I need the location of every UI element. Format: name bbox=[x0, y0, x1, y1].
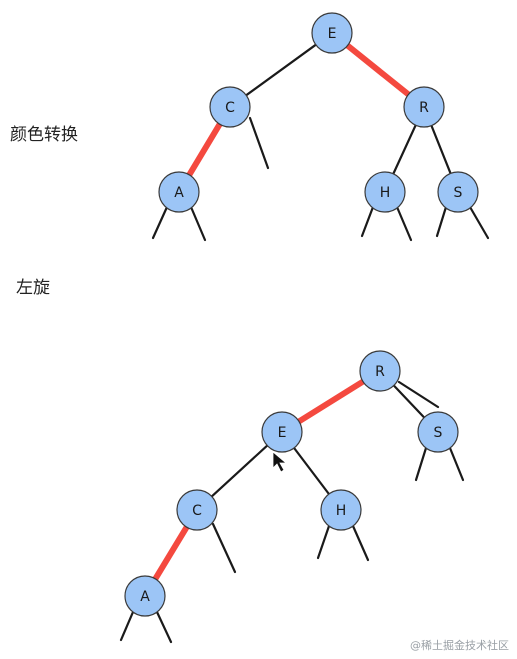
node-after-E: E bbox=[261, 411, 303, 453]
null-stub-after-3 bbox=[211, 522, 237, 574]
null-stub-before-2 bbox=[189, 205, 207, 242]
node-after-C: C bbox=[176, 489, 218, 531]
node-after-A: A bbox=[124, 575, 166, 617]
node-label: R bbox=[419, 100, 429, 116]
node-label: H bbox=[336, 503, 347, 519]
node-circle bbox=[359, 350, 401, 392]
edge-before-R-S bbox=[429, 122, 453, 177]
node-label: E bbox=[328, 26, 337, 42]
edge-before-E-R bbox=[343, 41, 413, 99]
node-before-A: A bbox=[158, 171, 200, 213]
null-stub-after-7 bbox=[155, 610, 173, 644]
node-label: C bbox=[225, 100, 235, 116]
node-circle bbox=[437, 171, 479, 213]
edges-layer bbox=[151, 41, 453, 584]
node-circle bbox=[124, 575, 166, 617]
node-label: S bbox=[454, 185, 463, 201]
node-label: R bbox=[375, 364, 385, 380]
null-stub-after-4 bbox=[316, 524, 331, 560]
null-stub-after-5 bbox=[351, 524, 370, 562]
node-circle bbox=[261, 411, 303, 453]
edge-before-E-C bbox=[243, 42, 319, 98]
null-leaf-stubs bbox=[119, 116, 490, 644]
node-circle bbox=[417, 411, 459, 453]
edge-after-C-A bbox=[151, 522, 191, 584]
null-stub-after-1 bbox=[414, 446, 428, 482]
nodes-layer: E C R A H S R E S C H A bbox=[124, 12, 479, 617]
node-after-R: R bbox=[359, 350, 401, 392]
node-circle bbox=[320, 489, 362, 531]
null-stub-after-2 bbox=[448, 446, 465, 482]
node-label: S bbox=[434, 425, 443, 441]
step-label-left-rotate: 左旋 bbox=[16, 278, 50, 298]
null-stub-after-0 bbox=[397, 380, 440, 409]
node-before-S: S bbox=[437, 171, 479, 213]
node-circle bbox=[403, 86, 445, 128]
step-label-color-flip: 颜色转换 bbox=[10, 125, 78, 145]
null-stub-before-1 bbox=[151, 205, 169, 240]
edge-after-R-S bbox=[391, 382, 427, 421]
node-label: E bbox=[278, 425, 287, 441]
null-stub-before-4 bbox=[395, 205, 413, 242]
node-before-C: C bbox=[209, 86, 251, 128]
node-before-E: E bbox=[311, 12, 353, 54]
edge-after-E-C bbox=[209, 443, 270, 499]
edge-after-R-E bbox=[294, 377, 368, 426]
node-after-H: H bbox=[320, 489, 362, 531]
node-label: H bbox=[380, 185, 391, 201]
node-circle bbox=[209, 86, 251, 128]
node-circle bbox=[158, 171, 200, 213]
node-after-S: S bbox=[417, 411, 459, 453]
null-stub-before-6 bbox=[468, 205, 490, 240]
edge-before-R-H bbox=[391, 122, 418, 177]
null-stub-before-5 bbox=[435, 205, 448, 238]
node-circle bbox=[311, 12, 353, 54]
mouse-cursor-icon bbox=[272, 451, 288, 473]
edge-after-E-H bbox=[291, 445, 332, 497]
node-before-R: R bbox=[403, 86, 445, 128]
null-stub-after-6 bbox=[119, 610, 135, 642]
node-circle bbox=[364, 171, 406, 213]
node-circle bbox=[176, 489, 218, 531]
node-before-H: H bbox=[364, 171, 406, 213]
node-label: C bbox=[192, 503, 202, 519]
node-label: A bbox=[140, 589, 150, 605]
null-stub-before-0 bbox=[248, 116, 270, 170]
edge-before-C-A bbox=[185, 119, 224, 180]
watermark: @稀土掘金技术社区 bbox=[410, 639, 509, 652]
node-label: A bbox=[174, 185, 184, 201]
null-stub-before-3 bbox=[360, 205, 375, 238]
